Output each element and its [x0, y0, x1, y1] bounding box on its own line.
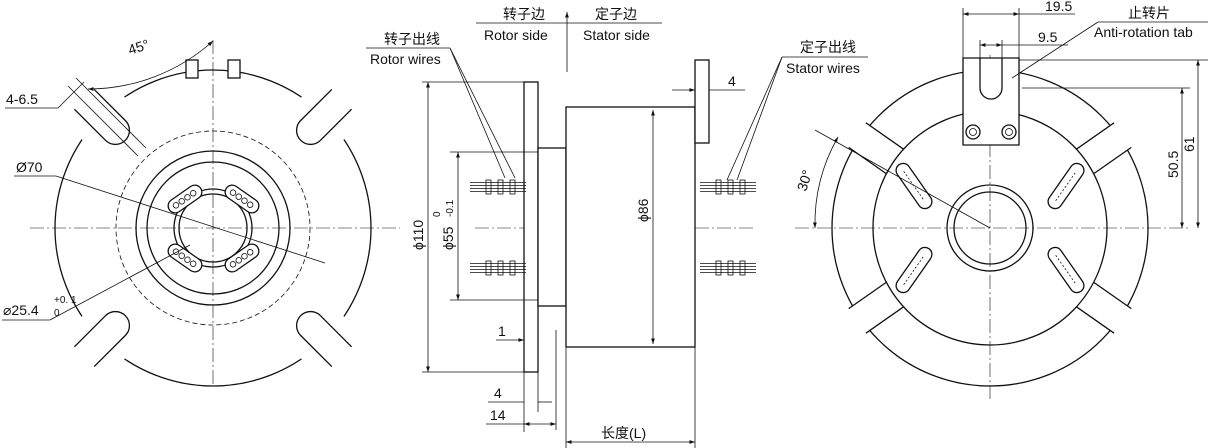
bore [173, 188, 253, 268]
bore-tol-lower: 0 [54, 308, 60, 319]
terminal-block [1047, 162, 1085, 210]
terminal-block [1047, 246, 1085, 294]
rotor-flange [523, 81, 539, 373]
dia-55-tol-upper: 0 [432, 211, 443, 217]
stator-side-en: Stator side [583, 27, 650, 43]
bolt-circle [115, 130, 311, 326]
rear-view: 19.5 9.5 止转片 Anti-rotation tab 50.5 61 3… [794, 0, 1208, 400]
bore-tol-upper: +0. 1 [54, 295, 77, 306]
side-indicator: 转子边 Rotor side 定子边 Stator side [476, 6, 662, 72]
length-label: 长度(L) [601, 425, 646, 441]
rotor-side-cn: 转子边 [503, 6, 545, 22]
tab-label-cn: 止转片 [1128, 5, 1170, 21]
stator-wire-bundle [699, 260, 757, 276]
rotor-wires-cn: 转子出线 [384, 31, 440, 47]
brush-block [224, 184, 260, 214]
stator-wire-bundle [699, 179, 757, 195]
outer-flange [54, 69, 372, 387]
rotor-wire-bundle [469, 179, 527, 195]
rotor-ring [135, 150, 291, 306]
brush-block [224, 243, 260, 273]
stator-side-cn: 定子边 [595, 6, 637, 22]
housing [565, 106, 696, 348]
brush-block [167, 243, 203, 273]
tab-label-en: Anti-rotation tab [1094, 24, 1193, 40]
top-tab [227, 59, 241, 79]
stator-tab [694, 59, 710, 144]
stator-wires-cn: 定子出线 [800, 39, 856, 55]
dim-19-5-label: 19.5 [1045, 0, 1072, 14]
brush-block [167, 184, 203, 214]
dia-86-label: ϕ86 [635, 198, 651, 222]
dia-55-label: ϕ55 [440, 226, 456, 250]
stator-wires-en: Stator wires [786, 60, 860, 76]
dim-1-label: 1 [498, 323, 506, 339]
dim-9-5-label: 9.5 [1038, 29, 1058, 45]
rotor-wire-bundle [469, 260, 527, 276]
dia-70-label: Ø70 [16, 159, 43, 175]
dia-110-label: ϕ110 [410, 220, 426, 250]
holes-label: 4-6.5 [6, 91, 38, 107]
rotor-hub [537, 147, 567, 307]
dia-55-tol-lower: -0.1 [445, 199, 456, 217]
dim-61-label: 61 [1181, 136, 1197, 152]
angle-45-label: 45° [126, 36, 151, 58]
rotor-wires-en: Rotor wires [370, 51, 441, 67]
terminal-block [895, 246, 933, 294]
dim-4-top: 4 [728, 73, 736, 89]
dim-14-label: 14 [490, 407, 506, 423]
dim-50-5-label: 50.5 [1165, 151, 1181, 178]
stator-bore [946, 184, 1034, 272]
dim-4-label: 4 [494, 385, 502, 401]
terminal-block [895, 162, 933, 210]
anti-rotation-tab [962, 57, 1020, 146]
rotor-side-en: Rotor side [484, 27, 548, 43]
top-tab [185, 59, 199, 79]
angle-30-label: 30° [794, 168, 816, 193]
side-view: 转子出线 Rotor wires 定子出线 Stator wires 4 ϕ11… [366, 31, 868, 448]
front-view: 45° 4-6.5 Ø70 ⌀25.4 +0. 1 0 [2, 36, 400, 387]
dia-bore-label: ⌀25.4 [3, 302, 39, 318]
